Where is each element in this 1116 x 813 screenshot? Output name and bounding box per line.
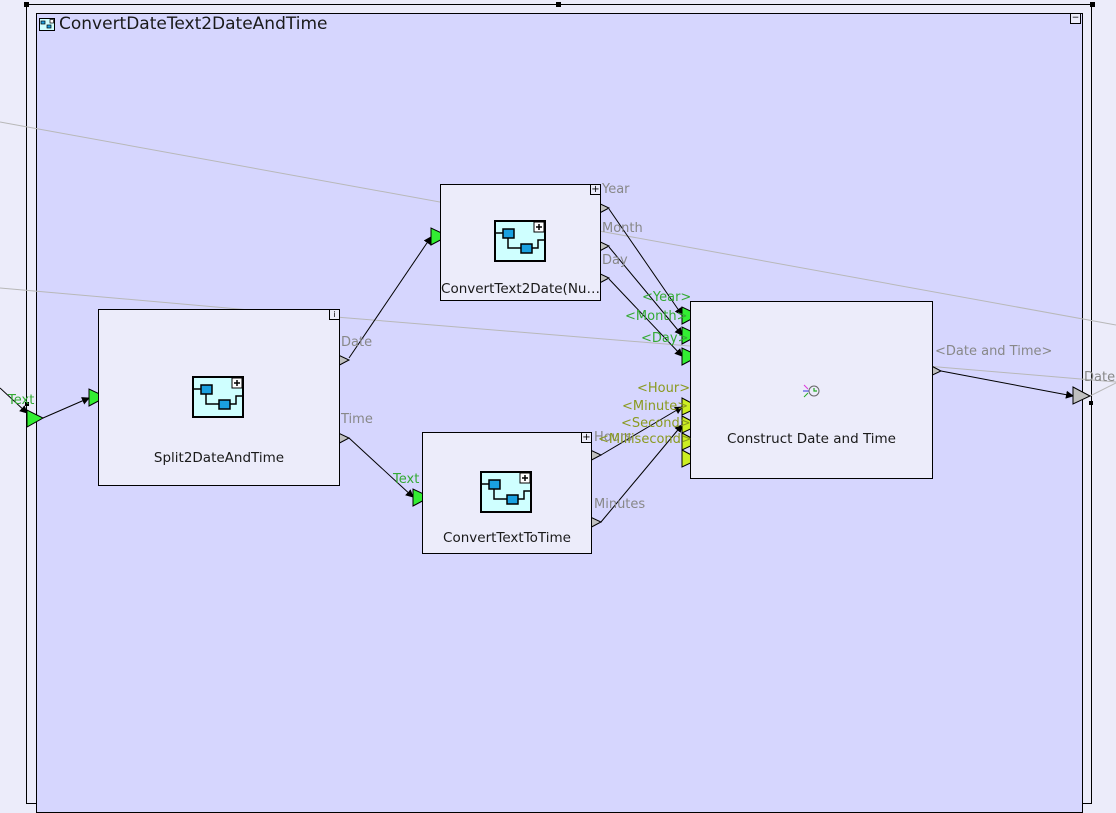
wire-year	[608, 208, 683, 316]
date-time-clock-icon	[803, 384, 820, 398]
block-construct-date-and-time[interactable]: Construct Date and Time	[690, 301, 933, 479]
wire-text-to-split	[42, 397, 90, 419]
block-converttexttotime[interactable]: + ConvertTextToTime	[422, 432, 592, 554]
port-label-year-in: <Year>	[642, 290, 692, 305]
wire-month	[608, 246, 683, 336]
port-label-month: Month	[602, 221, 643, 236]
resize-handle-top-left[interactable]	[24, 2, 29, 7]
wire-datetime-out	[940, 370, 1074, 399]
subsystem-title: ConvertDateText2DateAndTime	[39, 14, 327, 34]
subsystem-icon	[494, 220, 546, 262]
port-label-second-in: <Second>	[621, 416, 691, 431]
port-label-day: Day	[602, 253, 628, 268]
block-split2dateandtime[interactable]: i Split2DateAndTime	[98, 309, 340, 486]
external-port-label-text: Text	[8, 393, 35, 408]
subsystem-icon	[192, 376, 244, 418]
resize-handle-top-middle[interactable]	[556, 2, 561, 7]
block-name: ConvertTextToTime	[443, 530, 571, 546]
external-port-label-date: Date	[1084, 370, 1116, 385]
wire-day	[608, 278, 683, 357]
port-label-hour-in: <Hour>	[637, 381, 691, 396]
port-label-date: Date	[341, 335, 373, 350]
port-label-month-in: <Month>	[625, 309, 688, 324]
block-name: Construct Date and Time	[727, 431, 896, 447]
port-label-text-in: Text	[393, 472, 420, 487]
subsystem-small-icon	[39, 17, 55, 31]
expand-button[interactable]: +	[590, 184, 601, 195]
wire-external-text-in	[0, 387, 28, 414]
port-label-date-and-time-out: <Date and Time>	[935, 344, 1053, 359]
external-output-port-date[interactable]	[1072, 386, 1092, 405]
block-converttext2date[interactable]: + ConvertText2Date(Nu…	[440, 184, 601, 301]
info-button[interactable]: i	[329, 309, 340, 320]
wire-time-to-converttime	[348, 437, 414, 498]
external-input-port-text[interactable]	[26, 409, 45, 428]
port-label-hours: Hours	[594, 430, 633, 445]
subsystem-title-text: ConvertDateText2DateAndTime	[59, 14, 328, 34]
wire-date-to-convertdate	[348, 236, 432, 359]
block-name: ConvertText2Date(Nu…	[441, 281, 600, 297]
expand-button[interactable]: +	[581, 432, 592, 443]
port-label-minutes: Minutes	[594, 497, 646, 512]
wire-minutes	[600, 424, 683, 523]
wire-hours	[600, 406, 683, 456]
subsystem-icon	[480, 471, 532, 513]
port-label-year: Year	[602, 182, 630, 197]
split-input-port[interactable]	[88, 388, 108, 407]
ghost-wire	[1089, 382, 1116, 397]
port-handle[interactable]	[25, 402, 29, 406]
collapse-button[interactable]: −	[1070, 13, 1081, 24]
port-handle[interactable]	[1089, 401, 1093, 405]
block-name: Split2DateAndTime	[153, 450, 285, 466]
convertdate-input-port[interactable]	[430, 227, 450, 246]
port-label-day-in: <Day>	[641, 331, 689, 346]
resize-handle-top-right[interactable]	[1090, 2, 1095, 7]
port-label-millisecond-in: <Millisecond>	[598, 432, 692, 447]
converttime-input-port-text[interactable]	[412, 488, 432, 507]
port-label-minute-in: <Minute>	[622, 399, 689, 414]
port-label-time: Time	[341, 412, 373, 427]
